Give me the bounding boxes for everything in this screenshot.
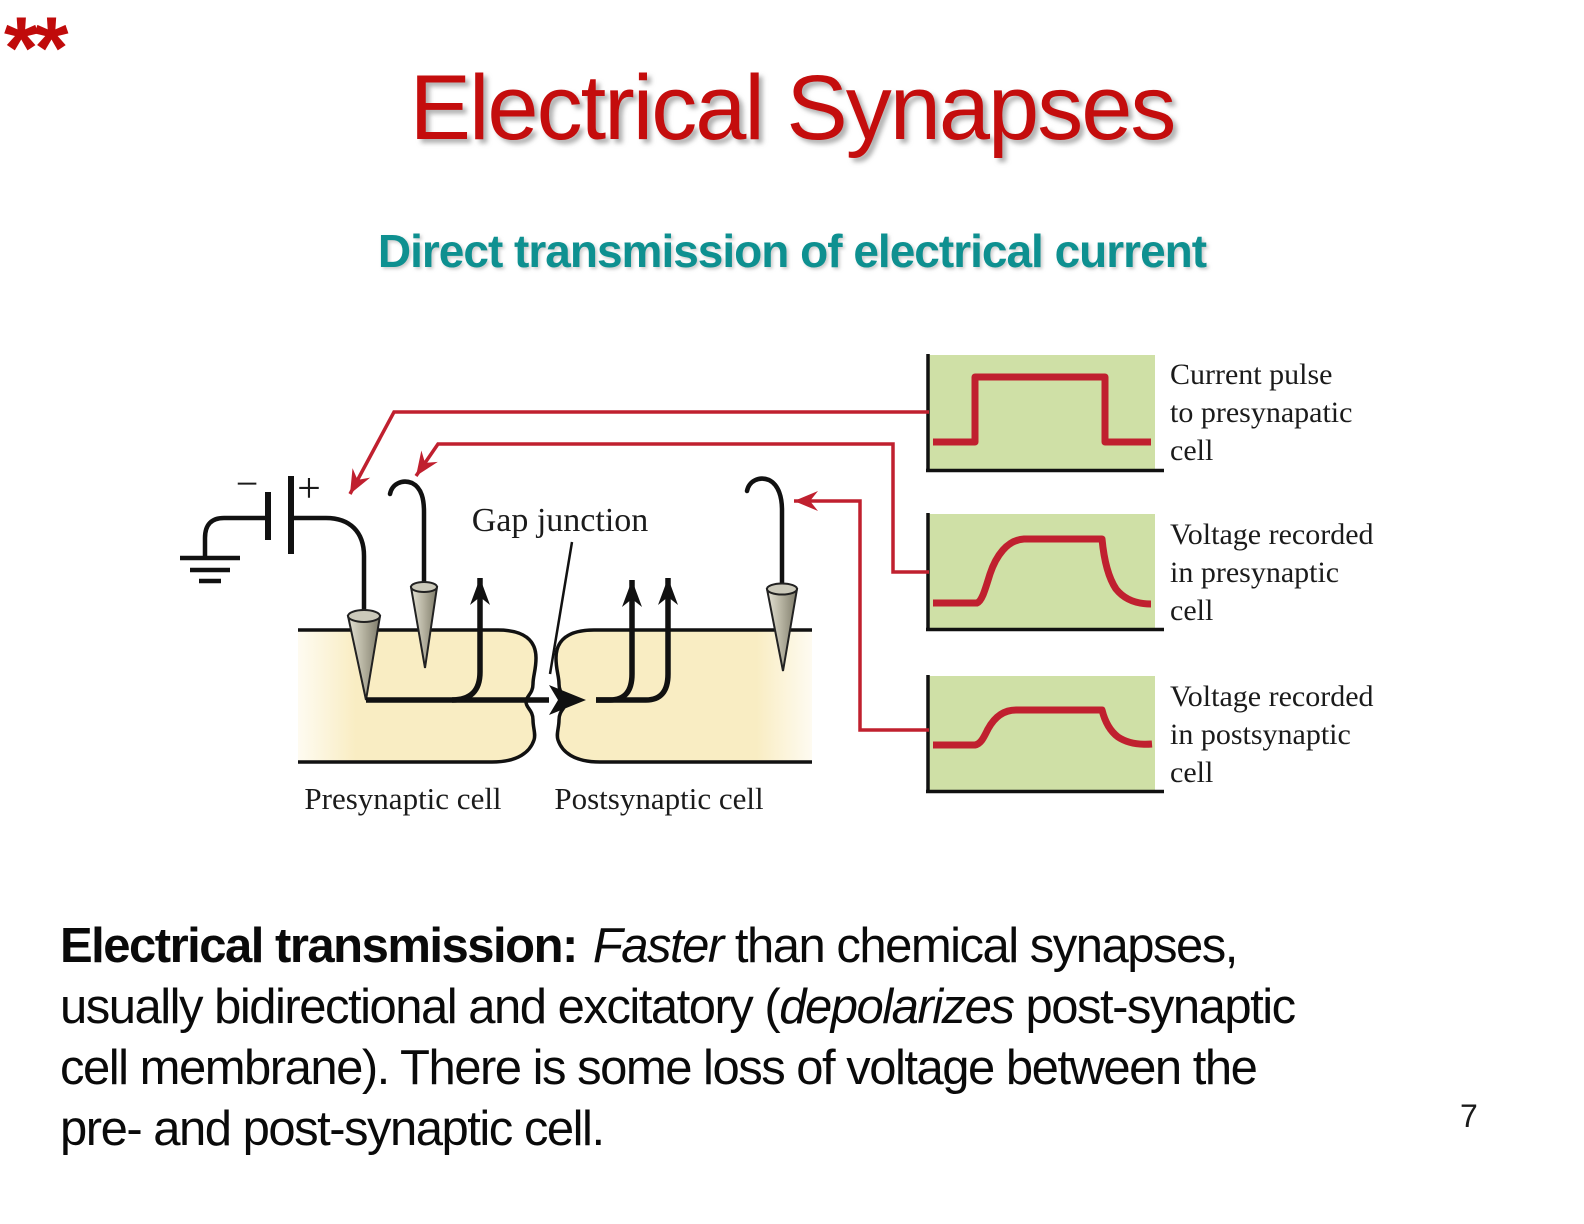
current-pulse-panel bbox=[926, 354, 1164, 473]
gap-junction-label: Gap junction bbox=[472, 502, 649, 539]
connector-current-pulse bbox=[348, 410, 929, 495]
battery-symbol: − + bbox=[236, 461, 321, 554]
body-text-line: usually bidirectional and excitatory (de… bbox=[60, 977, 1540, 1038]
body-text-bold-lead: Electrical transmission: bbox=[60, 919, 578, 973]
presynaptic-cell-shape bbox=[298, 628, 538, 764]
caption-line: Voltage recorded bbox=[1170, 518, 1374, 551]
body-text-line: Electrical transmission: Faster than chem… bbox=[60, 916, 1540, 977]
current-pulse-caption: Current pulse to presynapatic cell bbox=[1170, 356, 1470, 470]
battery-plus-sign: + bbox=[297, 466, 321, 512]
battery-minus-sign: − bbox=[236, 461, 259, 506]
gap-junction-pointer-line bbox=[548, 541, 574, 675]
stimulating-electrode bbox=[291, 515, 382, 701]
presynaptic-cell-label: Presynaptic cell bbox=[304, 781, 501, 816]
current-flow-arrows bbox=[366, 578, 678, 715]
caption-line: Current pulse bbox=[1170, 358, 1333, 391]
ground-symbol bbox=[180, 515, 266, 584]
current-pulse-trace bbox=[933, 373, 1151, 446]
body-text-segment: than chemical synapses, bbox=[722, 919, 1239, 973]
postsynaptic-voltage-panel bbox=[926, 675, 1164, 794]
body-text-italic: Faster bbox=[592, 919, 724, 973]
caption-line: cell bbox=[1170, 756, 1214, 789]
page-number: 7 bbox=[1460, 1098, 1478, 1134]
caption-line: cell bbox=[1170, 434, 1214, 467]
slide-subtitle: Direct transmission of electrical curren… bbox=[377, 225, 1207, 277]
postsynaptic-recording-electrode bbox=[744, 476, 799, 672]
body-text-line: cell membrane). There is some loss of vo… bbox=[60, 1041, 1258, 1095]
postsynaptic-voltage-caption: Voltage recorded in postsynaptic cell bbox=[1170, 678, 1470, 792]
postsynaptic-cell-label: Postsynaptic cell bbox=[554, 781, 763, 816]
current-arrowhead bbox=[549, 685, 586, 715]
presynaptic-voltage-panel bbox=[926, 513, 1164, 632]
caption-line: Voltage recorded bbox=[1170, 680, 1374, 713]
caption-line: in postsynaptic bbox=[1170, 718, 1351, 751]
postsynaptic-voltage-trace bbox=[933, 706, 1153, 749]
body-text-segment: usually bidirectional and excitatory ( bbox=[60, 980, 781, 1034]
postsynaptic-cell-shape bbox=[554, 628, 812, 764]
slide-title: Electrical Synapses bbox=[409, 57, 1177, 159]
presynaptic-voltage-trace bbox=[933, 535, 1152, 608]
body-text-italic: depolarizes bbox=[779, 980, 1015, 1034]
presynaptic-recording-electrode bbox=[387, 479, 439, 669]
presynaptic-voltage-caption: Voltage recorded in presynaptic cell bbox=[1170, 516, 1470, 630]
slide-emphasis-marker: ** bbox=[4, 0, 69, 97]
caption-line: to presynapatic bbox=[1170, 396, 1353, 429]
body-text-segment: post-synaptic bbox=[1013, 980, 1296, 1034]
caption-line: cell bbox=[1170, 594, 1214, 627]
body-text: Electrical transmission: Faster than chem… bbox=[60, 916, 1540, 1160]
body-text-line: pre- and post-synaptic cell. bbox=[60, 1102, 605, 1156]
connector-presynaptic-voltage bbox=[414, 442, 929, 574]
caption-line: in presynaptic bbox=[1170, 556, 1340, 589]
connector-postsynaptic-voltage bbox=[794, 491, 929, 732]
